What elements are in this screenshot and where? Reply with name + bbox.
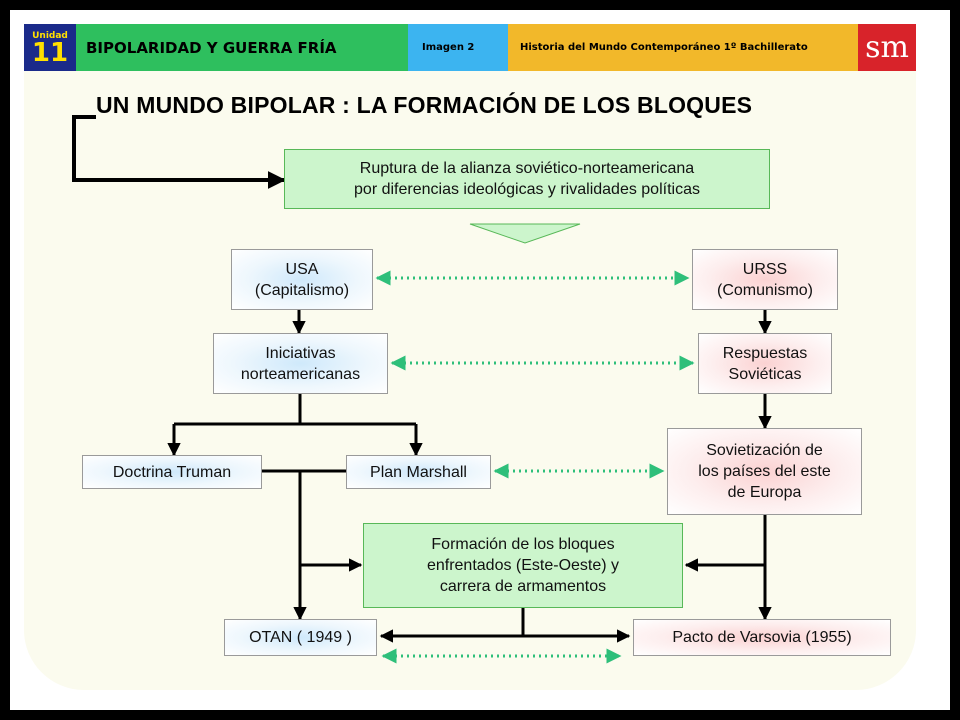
box-pacto-varsovia: Pacto de Varsovia (1955) [633,619,891,656]
publisher-logo: sm [858,24,916,71]
connector-iniciativas-split [174,394,416,426]
box-urss: URSS (Comunismo) [692,249,838,310]
course-label: Historia del Mundo Contemporáneo 1º Bach… [508,24,858,71]
box-otan: OTAN ( 1949 ) [224,619,377,656]
box-formacion-bloques: Formación de los bloques enfrentados (Es… [363,523,683,608]
box-ruptura: Ruptura de la alianza soviético-norteame… [284,149,770,209]
loop-arrow [72,115,286,189]
box-doctrina-truman: Doctrina Truman [82,455,262,489]
unit-badge: Unidad 11 [24,24,76,71]
box-sovietizacion: Sovietización de los países del este de … [667,428,862,515]
down-chevron [469,223,581,244]
unit-title: BIPOLARIDAD Y GUERRA FRÍA [76,24,408,71]
page-title: UN MUNDO BIPOLAR : LA FORMACIÓN DE LOS B… [96,92,753,118]
image-label: Imagen 2 [408,24,508,71]
unit-label: Unidad [32,30,68,41]
box-usa: USA (Capitalismo) [231,249,373,310]
box-plan-marshall: Plan Marshall [346,455,491,489]
box-iniciativas: Iniciativas norteamericanas [213,333,388,394]
unit-number: 11 [31,37,69,68]
box-respuestas: Respuestas Soviéticas [698,333,832,394]
